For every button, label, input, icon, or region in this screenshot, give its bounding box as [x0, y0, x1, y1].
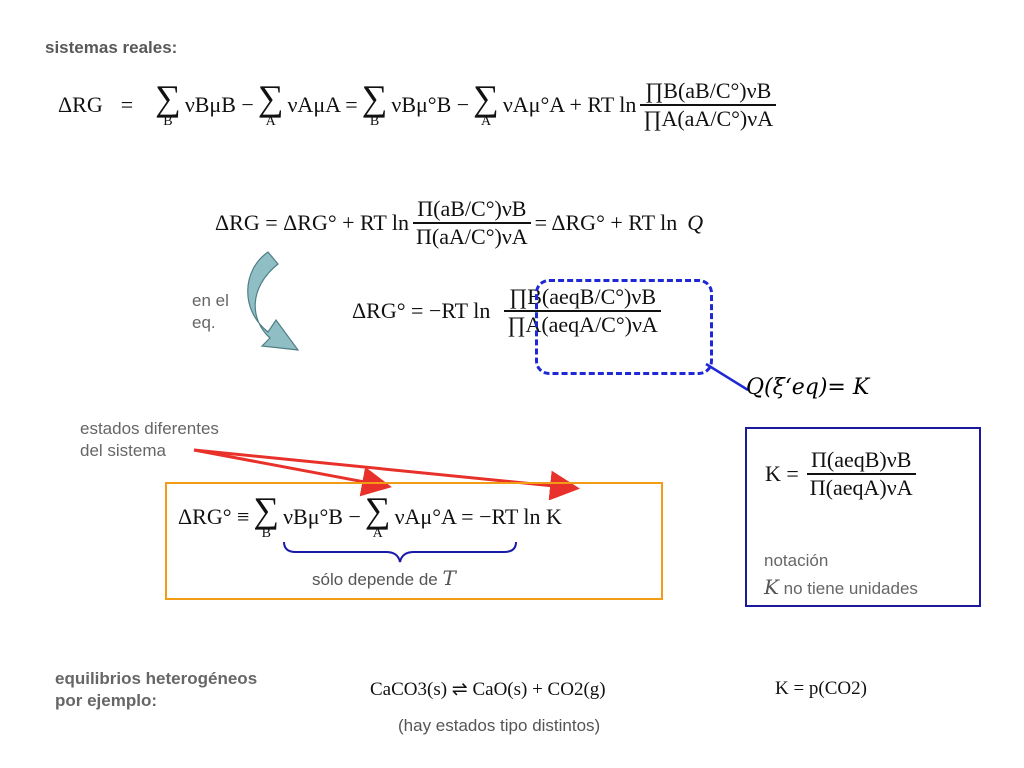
- eq1-term1: νBμB −: [184, 91, 254, 117]
- k-note-notation: notación: [764, 551, 829, 570]
- eq2-denominator: Π(aA/C°)νA: [416, 223, 528, 249]
- eq4-sum-a: ∑A: [364, 490, 391, 541]
- eq1-denominator: ∏A(aA/C°)νA: [643, 105, 774, 131]
- eq2-lhs: ΔRG = ΔRG° + RT ln: [215, 209, 410, 235]
- red-arrows: [193, 448, 580, 500]
- eq1-sum-b: ∑B: [155, 77, 181, 129]
- eq1-sum-a2: ∑A: [473, 77, 499, 129]
- eq3-lhs: ΔRG° = −RT ln: [352, 297, 491, 323]
- arrow-to-sum-icon: [193, 448, 392, 497]
- states-label: estados diferentes del sistema: [80, 419, 219, 460]
- eq1-term4: νAμ°A + RT ln: [502, 91, 637, 117]
- hetero-reaction: CaCO3(s) ⇌ CaO(s) + CO2(g): [370, 679, 606, 700]
- eq-label: en el eq.: [192, 291, 229, 332]
- brace-note: sólo depende de T: [312, 566, 456, 590]
- k-fraction: Π(aeqB)νB Π(aeqA)νA: [806, 447, 916, 501]
- slide-title: sistemas reales:: [45, 38, 178, 57]
- hetero-note: (hay estados tipo distintos): [398, 716, 601, 735]
- eq1-lhs: ΔRG: [58, 91, 103, 117]
- k-notes: notación K no tiene unidades: [764, 548, 918, 602]
- eq2-fraction: Π(aB/C°)νB Π(aA/C°)νA: [413, 196, 531, 250]
- curved-arrow-icon: [247, 251, 300, 351]
- arrow-to-rtlnk-icon: [193, 448, 580, 500]
- dashed-highlight-box: [535, 279, 713, 375]
- eq3-fraction: ∏B(aeqB/C°)νB ∏A(aeqA/C°)νA: [504, 284, 661, 338]
- eq3-numerator: ∏B(aeqB/C°)νB: [509, 284, 656, 309]
- eq1-term3: νBμ°B −: [391, 91, 470, 117]
- eq3-denominator: ∏A(aeqA/C°)νA: [507, 311, 658, 337]
- equation-4: ΔRG° ≡ ∑B νBμ°B − ∑A νAμ°A = −RT ln K: [178, 490, 562, 541]
- equation-1: ΔRG = ∑B νBμB − ∑A νAμA = ∑B νBμ°B − ∑A …: [58, 78, 780, 132]
- q-equals-k-label: Q(ξ‘eq)= K: [746, 375, 870, 400]
- underbrace-icon: [283, 541, 517, 563]
- eq2-numerator: Π(aB/C°)νB: [417, 196, 527, 221]
- k-lhs: K =: [765, 460, 799, 486]
- connector-line: [705, 362, 749, 392]
- eq4-term1: νBμ°B −: [283, 504, 361, 529]
- k-numerator: Π(aeqB)νB: [811, 447, 912, 472]
- k-note-units: K no tiene unidades: [764, 575, 918, 599]
- eq4-lhs: ΔRG° ≡: [178, 504, 250, 529]
- eq1-sum-b2: ∑B: [361, 77, 388, 129]
- standard-gibbs-box: [165, 482, 663, 600]
- eq1-fraction: ∏B(aB/C°)νB ∏A(aA/C°)νA: [640, 78, 777, 132]
- eq4-term2: νAμ°A = −RT ln K: [394, 504, 562, 529]
- equation-3: ΔRG° = −RT ln ∏B(aeqB/C°)νB ∏A(aeqA/C°)ν…: [352, 284, 665, 338]
- eq4-sum-b: ∑B: [253, 490, 280, 541]
- eq2-q: Q: [687, 209, 704, 235]
- k-definition: K = Π(aeqB)νB Π(aeqA)νA: [765, 447, 920, 501]
- eq1-term2: νAμA =: [287, 91, 358, 117]
- hetero-label: equilibrios heterogéneos por ejemplo:: [55, 669, 258, 710]
- equation-2: ΔRG = ΔRG° + RT ln Π(aB/C°)νB Π(aA/C°)νA…: [215, 196, 703, 250]
- eq1-equals: =: [120, 91, 134, 117]
- k-notation-box: [745, 427, 981, 607]
- eq1-numerator: ∏B(aB/C°)νB: [645, 78, 772, 103]
- eq2-rhs: = ΔRG° + RT ln: [534, 209, 678, 235]
- eq1-sum-a: ∑A: [257, 77, 284, 129]
- k-denominator: Π(aeqA)νA: [809, 474, 913, 500]
- hetero-k-expression: K = p(CO2): [775, 678, 867, 699]
